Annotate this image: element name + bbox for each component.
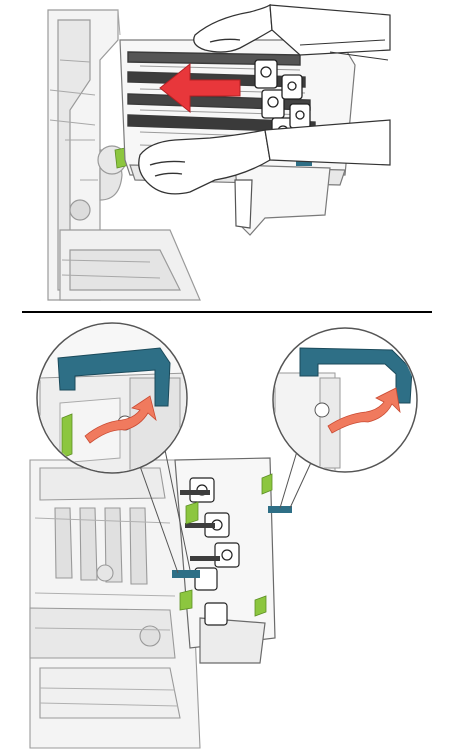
kit-gears [189,477,240,626]
kit-dark-bars [180,490,220,561]
printer-imaging-kit-illustration [47,3,391,301]
step-panel-rotate-handle [0,318,450,750]
blue-handle-icon [57,347,171,407]
blue-handle-icon [268,506,292,513]
step-divider [22,311,432,313]
green-tab-icon [185,501,199,525]
gear-cluster [254,59,311,147]
green-tab-icon [261,473,273,495]
red-arrow-left-icon [159,62,241,114]
printer-body-details [34,517,179,707]
blue-handle-icon [299,347,413,404]
red-curved-arrow-icon [84,395,157,444]
green-tab-icon [179,589,193,611]
lower-hand-icon [138,129,271,195]
magnify-callout-left [36,322,188,474]
blue-handle-icon [172,570,200,578]
red-curved-arrow-icon [327,387,401,434]
kit-latch [234,179,253,229]
upper-arm-icon [269,4,391,56]
printer-frame-details [49,9,161,279]
printer-handle-callout-illustration [29,322,418,749]
upper-hand-icon [193,3,273,53]
arm-lines [299,39,389,61]
magnify-callout-right [272,327,418,473]
step-panel-slide-out [0,0,450,305]
green-tab-icon [254,595,267,617]
green-tab-icon [61,413,73,459]
lower-arm-icon [264,119,391,166]
printer-frame [47,9,201,301]
